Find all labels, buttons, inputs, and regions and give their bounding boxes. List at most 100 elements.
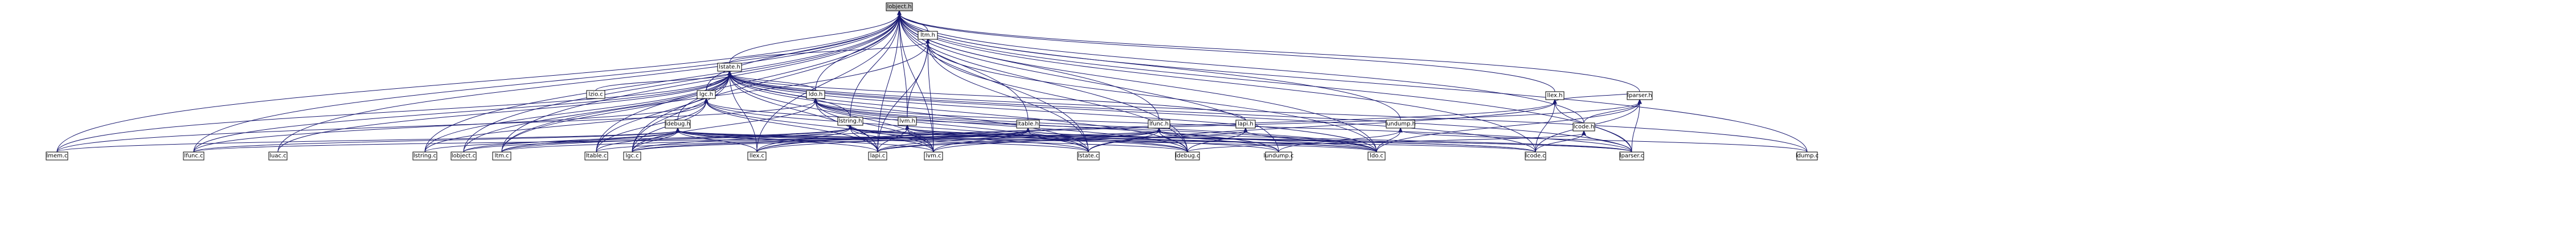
node-ldo-h[interactable]: ldo.h [806,90,825,99]
node-box-lparser-c [1619,151,1644,161]
node-label-llex-c: llex.c [750,153,764,159]
node-label-ldebug-h: ldebug.h [665,121,690,128]
edge-lstate-c-to-ltm-h [927,41,1089,153]
node-label-ltm-h: ltm.h [920,32,935,39]
node-lparser-h[interactable]: lparser.h [1627,91,1653,100]
edge-llex-c-to-lparser-h [756,101,1640,153]
node-lvm-c[interactable]: lvm.c [924,151,943,161]
edges-layer [56,10,1808,153]
node-box-lgc-h [697,90,716,99]
edge-ldo-c-to-ldebug-h [677,130,1377,153]
edge-lcode-c-to-ltable-h [1027,130,1536,153]
node-lvm-h[interactable]: lvm.h [898,117,917,126]
node-llex-c[interactable]: llex.c [747,151,767,161]
edge-lgc-c-to-lfunc-h [632,130,1160,153]
edge-ldebug-c-to-lvm-h [907,127,1188,153]
edge-ldo-c-to-lfunc-h [1158,130,1377,153]
edge-lfunc-h-to-lobject-h [899,13,1160,121]
edge-lobject-c-to-ldebug-h [463,130,678,153]
node-lmem-c[interactable]: lmem.c [46,151,68,161]
node-ltable-h[interactable]: ltable.h [1016,120,1040,129]
node-lparser-c[interactable]: lparser.c [1619,151,1644,161]
node-label-lobject-h: lobject.h [887,4,911,10]
node-box-ltable-c [584,151,608,161]
node-box-lapi-h [1235,120,1256,129]
edge-lapi-c-to-lgc-h [706,100,878,153]
edge-ldebug-c-to-lapi-h [1187,130,1246,153]
node-label-ldump-c: ldump.c [1796,153,1819,159]
node-ltm-h[interactable]: ltm.h [918,31,938,40]
node-ltm-c[interactable]: ltm.c [492,151,511,161]
node-ldo-c[interactable]: ldo.c [1367,151,1386,161]
node-lundump-h[interactable]: lundump.h [1385,120,1416,129]
node-label-llex-h: llex.h [1547,93,1563,99]
node-lapi-h[interactable]: lapi.h [1235,120,1256,129]
node-lstate-h[interactable]: lstate.h [717,63,742,72]
node-lfunc-h[interactable]: lfunc.h [1148,120,1170,129]
node-box-lfunc-h [1148,120,1170,129]
node-ldebug-h[interactable]: ldebug.h [665,120,691,129]
edge-lcode-c-to-lstate-h [729,73,1536,153]
node-lcode-h[interactable]: lcode.h [1572,122,1595,132]
edge-ldump-c-to-lobject-h [899,13,1808,153]
node-box-lstring-c [412,151,437,161]
node-label-ltm-c: ltm.c [494,153,509,159]
node-label-lobject-c: lobject.c [452,153,476,159]
node-label-lstate-c: lstate.c [1078,153,1099,159]
node-lgc-h[interactable]: lgc.h [697,90,716,99]
edge-lvm-h-to-ltm-h [907,41,928,118]
edge-lapi-c-to-lvm-h [877,127,908,153]
edge-lcode-c-to-ldebug-h [677,130,1536,153]
arrowhead-ldebug-c-to-lcode-h [1582,130,1586,136]
edge-lstate-h-to-lobject-h [729,13,900,64]
edge-ltm-c-to-lstate-h [501,73,730,153]
node-label-lstate-h: lstate.h [719,64,740,71]
edge-lcode-c-to-llex-h [1535,101,1555,153]
edge-lmem-c-to-ldo-h [56,100,816,153]
node-label-lstring-c: lstring.c [413,153,436,159]
edge-lparser-h-to-lobject-h [899,13,1640,92]
node-lstring-h[interactable]: lstring.h [837,117,863,126]
edge-ldo-c-to-lapi-h [1245,130,1377,153]
node-label-ldo-c: ldo.c [1370,153,1383,159]
edge-lgc-c-to-lstring-h [632,127,851,153]
node-label-lapi-c: lapi.c [870,153,886,159]
node-lapi-c[interactable]: lapi.c [868,151,887,161]
edge-ltable-c-to-lgc-h [596,100,707,153]
node-label-luac-c: luac.c [269,153,286,159]
node-ldebug-c[interactable]: ldebug.c [1175,151,1200,161]
edge-ldo-c-to-lundump-h [1376,130,1401,153]
edge-lobject-c-to-lvm-h [463,127,908,153]
edge-ltm-c-to-lobject-h [501,13,900,153]
node-box-ltm-c [492,151,511,161]
node-ltable-c[interactable]: ltable.c [584,151,608,161]
node-box-lcode-c [1525,151,1546,161]
node-llex-h[interactable]: llex.h [1545,91,1565,100]
node-lcode-c[interactable]: lcode.c [1525,151,1546,161]
edge-lgc-c-to-ldo-h [632,100,816,153]
node-label-lparser-h: lparser.h [1627,93,1652,99]
arrowhead-lundump-c-to-ldo-h [813,97,818,103]
edge-lfunc-c-to-lstate-h [193,73,730,153]
edge-ltm-c-to-ldebug-h [501,130,678,153]
node-box-ldump-c [1796,151,1818,161]
node-lfunc-c[interactable]: lfunc.c [183,151,204,161]
node-lobject-c[interactable]: lobject.c [451,151,477,161]
node-lundump-c[interactable]: lundump.c [1264,151,1294,161]
node-lgc-c[interactable]: lgc.c [623,151,641,161]
node-ldump-c[interactable]: ldump.c [1796,151,1819,161]
node-box-lgc-c [623,151,641,161]
node-lzio-c[interactable]: lzio.c [586,90,605,99]
node-box-ldo-c [1367,151,1386,161]
edge-lgc-c-to-lobject-h [632,13,900,153]
node-lstate-c[interactable]: lstate.c [1077,151,1100,161]
edge-llex-c-to-lobject-h [756,13,900,153]
node-luac-c[interactable]: luac.c [268,151,288,161]
node-lstring-c[interactable]: lstring.c [412,151,437,161]
edge-ltable-c-to-ldebug-h [596,130,678,153]
edge-ldo-h-to-lstate-h [729,73,816,91]
node-lobject-h[interactable]: lobject.h [886,2,913,11]
edge-lstate-c-to-lobject-h [899,13,1089,153]
edge-lstring-c-to-lstate-h [424,73,730,153]
